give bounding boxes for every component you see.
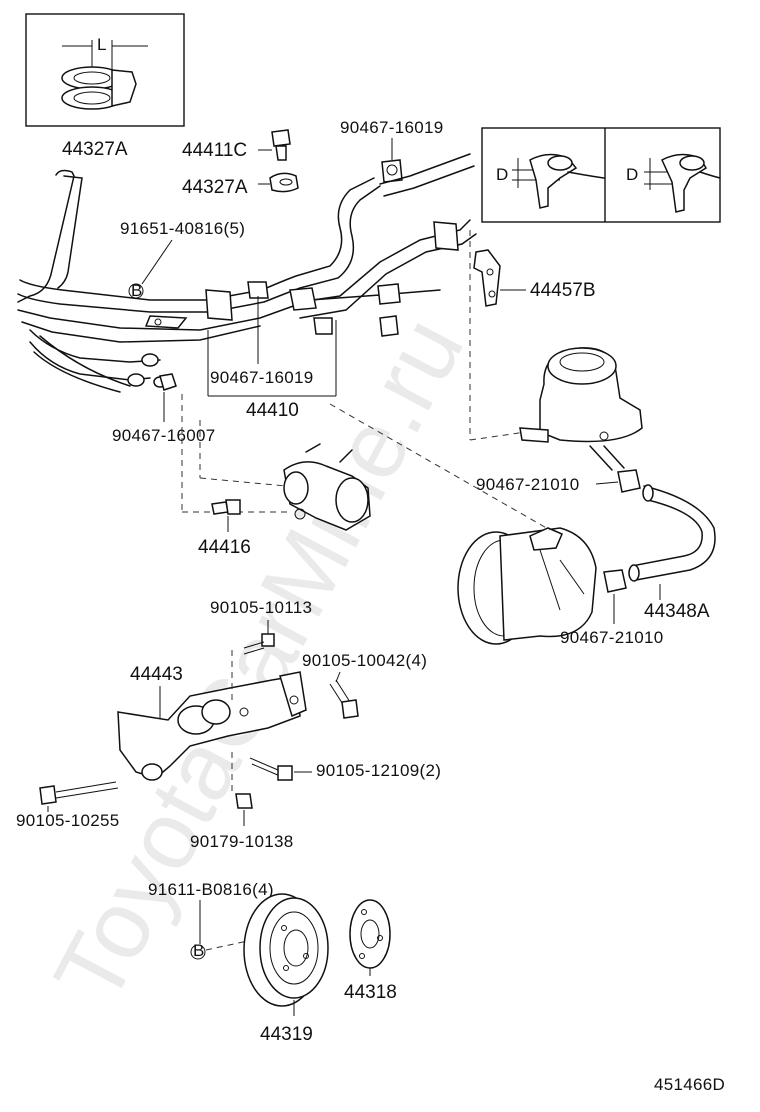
label-90467-16019: 90467-16019 <box>210 368 314 387</box>
label-44318: 44318 <box>344 982 397 1003</box>
hose-clip-90467-21010-b <box>603 569 627 593</box>
bolt-44411C <box>271 129 291 161</box>
label-44327A-top: 44327A <box>62 139 128 160</box>
label-90105-10113: 90105-10113 <box>210 598 312 617</box>
dim-d-label-1: D <box>496 165 509 184</box>
label-91651-40816: 91651-40816(5) <box>120 219 245 238</box>
plate-44318 <box>349 899 391 969</box>
label-44411C: 44411C <box>182 140 247 161</box>
figure-code: 451466D <box>654 1075 725 1094</box>
label-44319: 44319 <box>260 1024 313 1045</box>
pressure-hose-assembly-44410: B <box>17 153 477 393</box>
label-44348A: 44348A <box>644 601 710 622</box>
dim-d-label-2: D <box>626 165 639 184</box>
dim-l-label: L <box>97 35 107 54</box>
hose-clip-90467-16019-top <box>381 159 403 183</box>
hose-clip-90467-21010-a <box>617 469 641 493</box>
label-90179-10138: 90179-10138 <box>190 832 294 851</box>
bolt-90105-10042 <box>329 679 359 719</box>
pump-bracket-44443 <box>117 671 307 781</box>
label-90105-10255: 90105-10255 <box>16 811 120 830</box>
marker-b: B <box>131 281 143 300</box>
return-hose-44348A <box>628 484 716 582</box>
steering-gear-union <box>283 443 371 531</box>
bolt-90105-10255 <box>39 781 119 805</box>
bolt-90105-12109 <box>249 757 293 781</box>
label-44327A: 44327A <box>182 177 248 198</box>
union-bolt-44416 <box>211 499 241 515</box>
reservoir-tank <box>519 347 643 471</box>
power-steering-pump <box>457 527 597 645</box>
inset-clamp-44327A: L <box>25 13 185 127</box>
label-44443: 44443 <box>130 664 183 685</box>
label-90467-21010-a: 90467-21010 <box>476 475 580 494</box>
label-90467-21010-b: 90467-21010 <box>560 628 664 647</box>
label-90467-16007: 90467-16007 <box>112 426 216 445</box>
label-44410: 44410 <box>246 400 299 421</box>
clamp-44327A <box>269 172 299 193</box>
hose-clip-90467-16007 <box>159 373 177 391</box>
marker-b-2: B <box>193 941 205 960</box>
label-91611-B0816: 91611-B0816(4) <box>148 880 274 899</box>
label-90105-12109: 90105-12109(2) <box>316 761 441 780</box>
inset-clamp-d: D D <box>481 127 721 223</box>
bolt-90105-10113 <box>243 633 275 655</box>
label-44416: 44416 <box>198 537 251 558</box>
label-90105-10042: 90105-10042(4) <box>302 651 427 670</box>
label-90467-16019-top: 90467-16019 <box>340 118 444 137</box>
pulley-44319 <box>243 893 329 1007</box>
label-44457B: 44457B <box>530 280 596 301</box>
nut-90179-10138 <box>235 793 253 809</box>
bracket-44457B <box>473 249 501 307</box>
